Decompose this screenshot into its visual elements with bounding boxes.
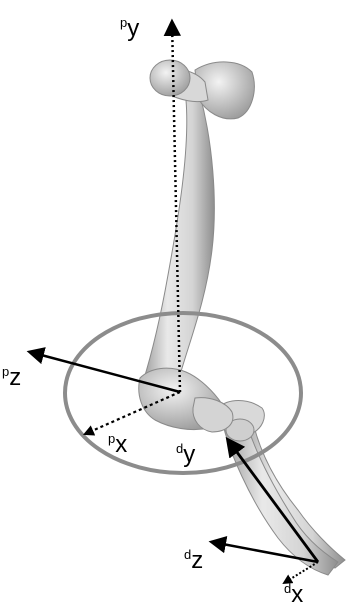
label-py-letter: y [127,15,139,42]
femur [139,60,255,432]
label-py: py [120,15,139,42]
label-dy: dy [176,441,195,468]
distal-y-axis [228,440,318,562]
label-py-sup: p [120,15,127,30]
label-dz-letter: z [191,547,203,574]
label-dx-sup: d [284,581,291,596]
label-px: px [108,431,127,458]
label-dz-sup: d [184,547,191,562]
label-dx: dx [284,581,303,605]
label-pz-letter: z [9,364,21,391]
label-px-letter: x [115,431,127,458]
femoral-head [150,60,190,96]
label-pz: pz [2,364,21,391]
label-dz: dz [184,547,203,574]
lower-leg-bones [218,401,345,576]
label-dy-letter: y [183,441,195,468]
label-px-sup: p [108,431,115,446]
label-dy-sup: d [176,441,183,456]
label-dx-letter: x [291,581,303,605]
label-pz-sup: p [2,364,9,379]
distal-x-axis [284,562,318,583]
femur-shaft [142,95,214,393]
